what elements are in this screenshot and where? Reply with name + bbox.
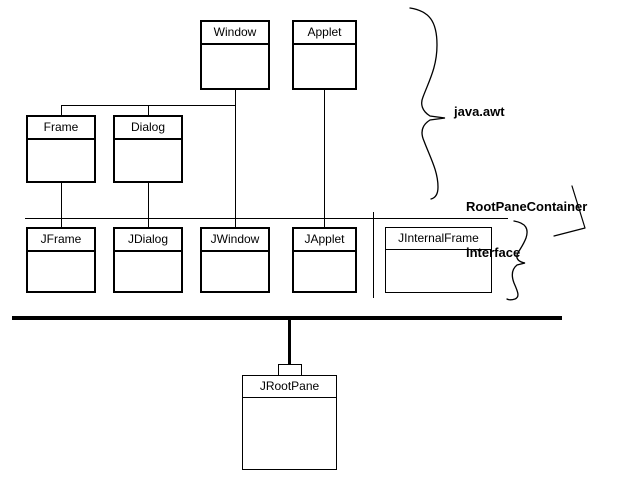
class-box-frame[interactable]: Frame (26, 115, 96, 183)
class-box-japplet[interactable]: JApplet (292, 227, 357, 293)
class-name-window: Window (202, 22, 268, 45)
class-box-dialog[interactable]: Dialog (113, 115, 183, 183)
class-box-jwindow[interactable]: JWindow (200, 227, 270, 293)
connector-dialog-up (148, 105, 149, 116)
class-name-jdialog: JDialog (115, 229, 181, 252)
class-box-window[interactable]: Window (200, 20, 270, 90)
class-name-jframe: JFrame (28, 229, 94, 252)
jrootpane-notch (278, 364, 302, 376)
group-divider (373, 212, 374, 298)
class-name-jwindow: JWindow (202, 229, 268, 252)
class-box-jinternalframe[interactable]: JInternalFrame (385, 227, 492, 293)
class-name-jrootpane: JRootPane (243, 376, 336, 398)
interface-label-leader-line (553, 185, 586, 237)
class-name-applet: Applet (294, 22, 355, 45)
class-box-applet[interactable]: Applet (292, 20, 357, 90)
class-name-jinternalframe: JInternalFrame (386, 228, 491, 250)
class-box-jdialog[interactable]: JDialog (113, 227, 183, 293)
connector-frame-to-jframe (61, 183, 62, 228)
interface-label-rootpanecontainer: RootPaneContainer interface (466, 168, 587, 291)
package-label-java-awt: java.awt (454, 104, 505, 119)
class-box-jframe[interactable]: JFrame (26, 227, 96, 293)
rootpane-container-rule (12, 316, 562, 320)
interface-label-line1: RootPaneContainer (466, 198, 588, 214)
java-awt-brace (409, 7, 446, 200)
interface-label-line2: interface (466, 244, 521, 260)
class-name-dialog: Dialog (115, 117, 181, 140)
class-name-frame: Frame (28, 117, 94, 140)
connector-frame-up (61, 105, 62, 116)
connector-dialog-to-jdialog (148, 183, 149, 228)
connector-window-to-jwindow (235, 90, 236, 228)
connector-rule-to-jrootpane (288, 320, 291, 365)
package-separator-rule (25, 218, 508, 219)
connector-applet-to-japplet (324, 90, 325, 228)
rootpanecontainer-brace (506, 220, 528, 301)
class-box-jrootpane[interactable]: JRootPane (242, 375, 337, 470)
class-name-japplet: JApplet (294, 229, 355, 252)
